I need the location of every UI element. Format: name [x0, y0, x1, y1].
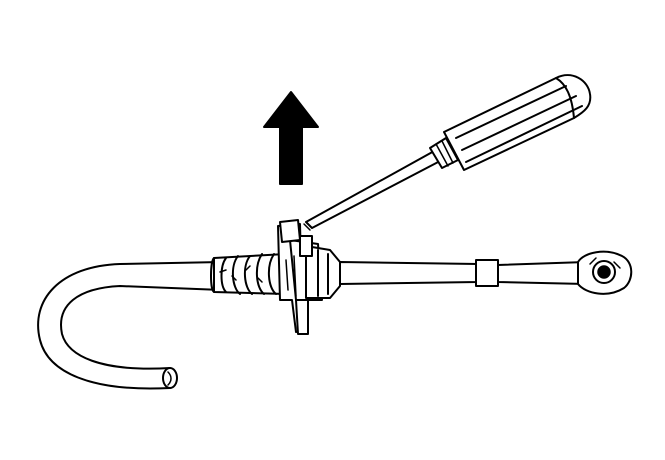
screwdriver-handle [443, 74, 592, 171]
direction-arrow-up [263, 91, 319, 185]
conduit-cut-end [162, 367, 178, 389]
cable-end-eyelet [577, 250, 633, 295]
cable-core-rod [339, 259, 587, 287]
screwdriver-blade [305, 149, 443, 229]
cable-sleeve [475, 259, 499, 287]
cable-boot-spring [210, 253, 287, 295]
screwdriver [303, 74, 592, 231]
cable-retainer-clip [277, 219, 341, 335]
cable-conduit [37, 261, 223, 390]
